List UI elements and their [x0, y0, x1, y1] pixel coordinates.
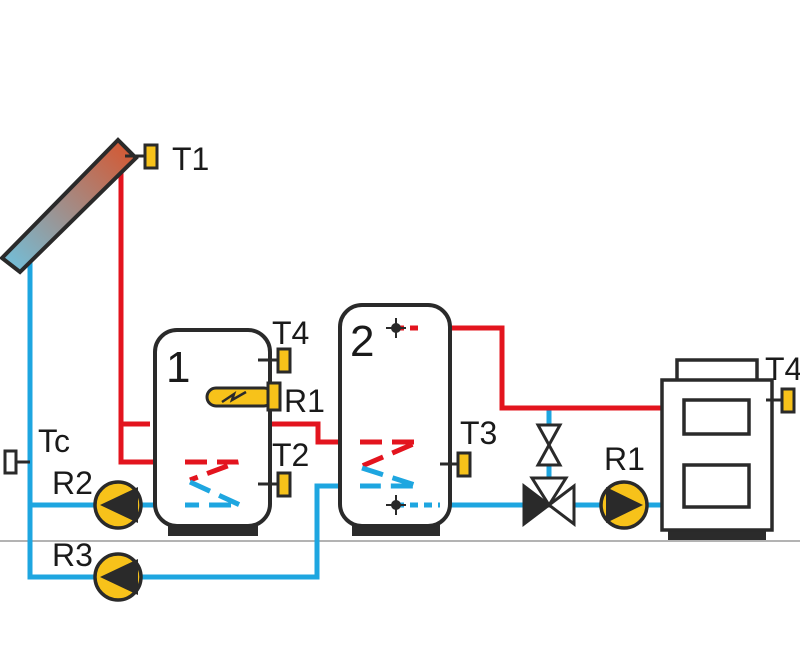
label-t3: T3 — [460, 415, 497, 451]
temperature-sensor-icon — [276, 471, 292, 498]
tank-1-coil-cold — [185, 479, 242, 508]
label-r1-heater: R1 — [284, 383, 325, 419]
label-r2: R2 — [52, 465, 93, 501]
label-t1: T1 — [172, 141, 209, 177]
three-way-valve-icon — [522, 423, 576, 528]
tank-1-number: 1 — [166, 343, 190, 392]
sensor-tc: Tc — [3, 423, 70, 475]
sensor-t1: T1 — [125, 141, 209, 177]
tank-1-coil-hot — [185, 459, 239, 483]
label-r1-pump: R1 — [604, 441, 645, 477]
tank-1: 1 R1 T4 T2 — [153, 315, 325, 536]
temperature-sensor-icon — [143, 143, 159, 170]
temperature-sensor-icon — [456, 451, 472, 478]
pump-r3: R3 — [52, 537, 143, 602]
tank-2-coil-hot — [360, 439, 419, 469]
sensor-t2: T2 — [258, 437, 309, 498]
label-t4-boiler: T4 — [765, 351, 800, 387]
sensor-t4-boiler: T4 — [765, 351, 800, 414]
collector-return-pipe — [27, 262, 95, 580]
solar-collector-icon — [0, 137, 139, 275]
label-r3: R3 — [52, 537, 93, 573]
tank-2: 2 T3 — [338, 303, 497, 536]
sensor-t3: T3 — [440, 415, 497, 478]
tank-2-number: 2 — [350, 317, 374, 366]
label-t2: T2 — [272, 437, 309, 473]
label-t4-tank1: T4 — [272, 315, 309, 351]
boiler: T4 — [660, 351, 800, 540]
tank-1-body — [153, 328, 272, 528]
pump-r2: R2 — [52, 465, 143, 530]
solar-collector — [0, 137, 139, 275]
three-way-valve — [522, 423, 576, 528]
tank-2-coil-cold — [360, 465, 419, 489]
temperature-sensor-icon — [3, 449, 18, 475]
pump-r1: R1 — [599, 441, 649, 530]
electric-heater-r1 — [205, 381, 282, 412]
label-tc: Tc — [38, 423, 70, 459]
boiler-door-lower — [682, 463, 751, 509]
temperature-sensor-icon — [276, 347, 292, 374]
temperature-sensor-icon — [780, 387, 796, 414]
boiler-flow-pipe — [420, 325, 662, 411]
electric-heater-icon — [205, 386, 275, 408]
boiler-door-upper — [682, 398, 751, 436]
sensor-t4-tank1: T4 — [258, 315, 309, 374]
